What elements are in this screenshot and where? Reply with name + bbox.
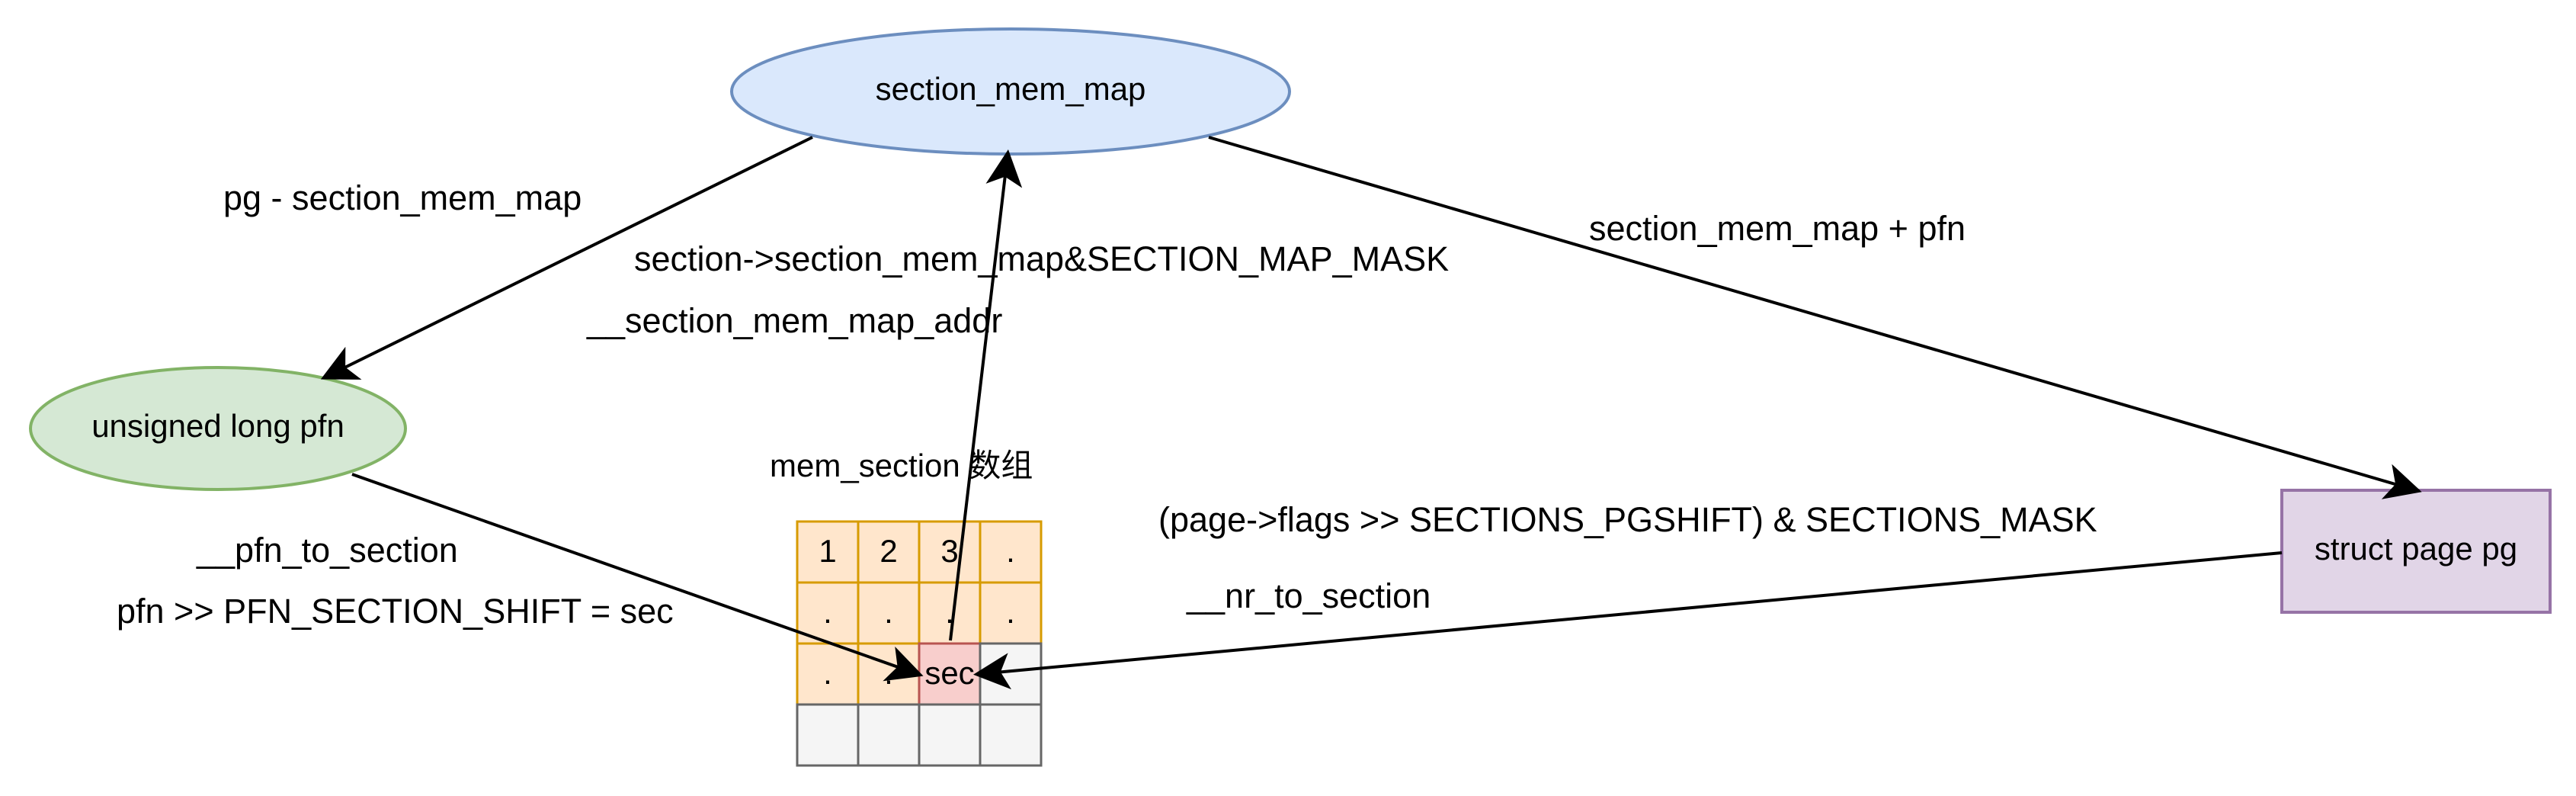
edge-label-nr-to-section: __nr_to_section [1186,576,1431,615]
mem-section-array: 1 2 3....... sec [796,520,1043,767]
node-unsigned-long-pfn-shape [29,366,407,491]
array-cell [857,703,921,767]
array-cell-label: . [1006,594,1015,630]
array-cell-sec-label: sec [924,655,974,691]
edge-label-section-mem-map-plus-pfn: section_mem_map + pfn [1589,209,1966,248]
array-cell-label: . [823,655,832,691]
array-cell-label: 1 [819,533,836,569]
edge-label-page-flags-mask: (page->flags >> SECTIONS_PGSHIFT) & SECT… [1158,500,2097,539]
edge-label-pfn-shift: pfn >> PFN_SECTION_SHIFT = sec [117,592,674,631]
edge-page-to-sec [973,551,2283,690]
node-struct-page-pg-label: struct page pg [2315,531,2517,567]
array-cell [979,703,1043,767]
array-cell [918,703,982,767]
edge-section-mem-map-to-page [1208,136,2422,499]
node-section-mem-map[interactable]: section_mem_map [730,27,1291,156]
edge-pfn-to-sec [351,473,924,682]
node-struct-page-pg-shape [2280,489,2552,614]
array-cell [857,520,921,584]
array-cell-label: . [945,594,954,630]
node-section-mem-map-label: section_mem_map [876,71,1146,107]
node-struct-page-pg[interactable]: struct page pg [2280,489,2552,614]
array-cell [979,520,1043,584]
edge-label-pfn-to-section: __pfn_to_section [196,531,458,570]
edge-sec-to-section-mem-map [949,149,1023,641]
node-unsigned-long-pfn-label: unsigned long pfn [91,408,344,444]
mem-section-array-title: mem_section 数组 [770,448,1033,483]
array-cell-label: . [823,594,832,630]
array-cell [979,581,1043,645]
array-cell [918,520,982,584]
array-cell-label: . [1006,533,1015,569]
array-cell-label: . [884,655,893,691]
node-unsigned-long-pfn[interactable]: unsigned long pfn [29,366,407,491]
array-cell-label: . [884,594,893,630]
edge-label-pg-minus-section-mem-map: pg - section_mem_map [223,178,582,217]
edge-label-section-map-mask: section->section_mem_map&SECTION_MAP_MAS… [634,239,1449,278]
edge-section-mem-map-to-pfn [320,136,813,380]
edge-label-section-mem-map-addr: __section_mem_map_addr [586,301,1002,340]
array-cell-label: 3 [940,533,958,569]
array-cell-label: 2 [879,533,897,569]
array-cell [796,703,860,767]
